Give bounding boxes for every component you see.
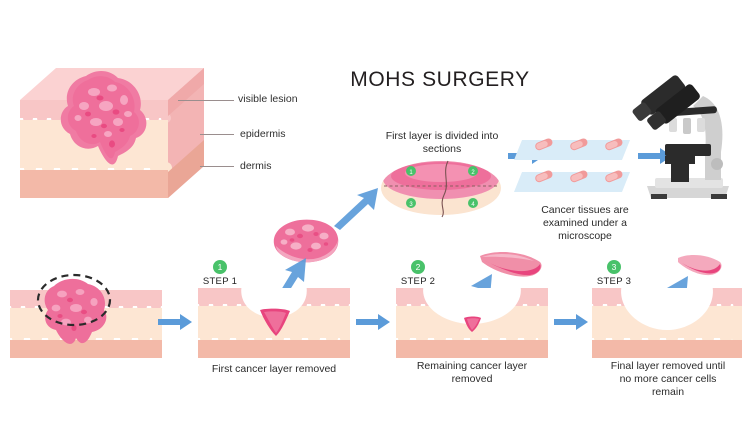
step-3-label: STEP 3 <box>596 276 632 287</box>
tissue-samples-tray-1 <box>535 138 623 151</box>
step-2-caption-line1: Remaining cancer layer <box>416 360 528 372</box>
step-3-caption-line2: no more cancer cells <box>619 373 717 385</box>
removed-layer-3-illustration <box>678 254 722 276</box>
svg-text:3: 3 <box>409 202 413 208</box>
step-2-label: STEP 2 <box>400 276 436 287</box>
page-title: MOHS SURGERY <box>350 68 530 91</box>
label-dermis: dermis <box>240 160 272 172</box>
slides-caption-line3: microscope <box>558 230 612 242</box>
label-visible-lesion: visible lesion <box>238 93 298 105</box>
microscope-slide-trays <box>514 138 630 192</box>
slides-caption-line2: examined under a <box>542 217 628 229</box>
panel-step-3 <box>592 288 742 358</box>
svg-text:1: 1 <box>409 170 413 176</box>
step-1-badge: 1 STEP 1 <box>188 260 252 287</box>
step-3-badge: 3 STEP 3 <box>582 260 646 287</box>
divided-specimen-diagram: 1 2 3 4 <box>381 160 501 218</box>
leader-line-epidermis <box>200 134 234 135</box>
section-markers: 1 2 3 4 <box>406 166 478 208</box>
step-2-number: 2 <box>411 260 425 274</box>
skin-anatomy-illustration <box>20 68 204 198</box>
arrow-panel0-to-step1-icon <box>158 314 192 330</box>
arrow-step1-to-step2-icon <box>356 314 390 330</box>
step-1-label: STEP 1 <box>202 276 238 287</box>
svg-text:4: 4 <box>471 202 475 208</box>
step-2-badge: 2 STEP 2 <box>386 260 450 287</box>
arrow-slides-to-microscope-icon <box>638 148 672 164</box>
removed-layer-2-illustration <box>480 252 542 277</box>
panel-step-2 <box>396 288 548 358</box>
arrow-step2-to-step3-icon <box>554 314 588 330</box>
panel-step-1 <box>198 288 350 358</box>
step-1-caption-line1: First cancer layer removed <box>211 363 337 375</box>
step-2-caption-line2: removed <box>451 373 493 385</box>
arrow-specimen-to-sections-icon <box>334 188 378 230</box>
leader-line-dermis <box>200 166 234 167</box>
excised-specimen-illustration <box>273 219 339 263</box>
label-epidermis: epidermis <box>240 128 286 140</box>
step-3-caption-line3: remain <box>651 386 685 398</box>
microscope-icon <box>632 75 729 199</box>
slides-caption-line1: Cancer tissues are <box>541 204 629 216</box>
tissue-samples-tray-2 <box>535 170 623 183</box>
sections-heading-line2: sections <box>422 143 462 155</box>
svg-text:2: 2 <box>471 170 475 176</box>
sections-heading-line1: First layer is divided into <box>385 130 499 142</box>
step-3-caption-line1: Final layer removed until <box>610 360 726 372</box>
step-3-number: 3 <box>607 260 621 274</box>
leader-line-visible-lesion <box>178 100 234 101</box>
panel-lesion-outline <box>10 273 162 358</box>
step-1-number: 1 <box>213 260 227 274</box>
